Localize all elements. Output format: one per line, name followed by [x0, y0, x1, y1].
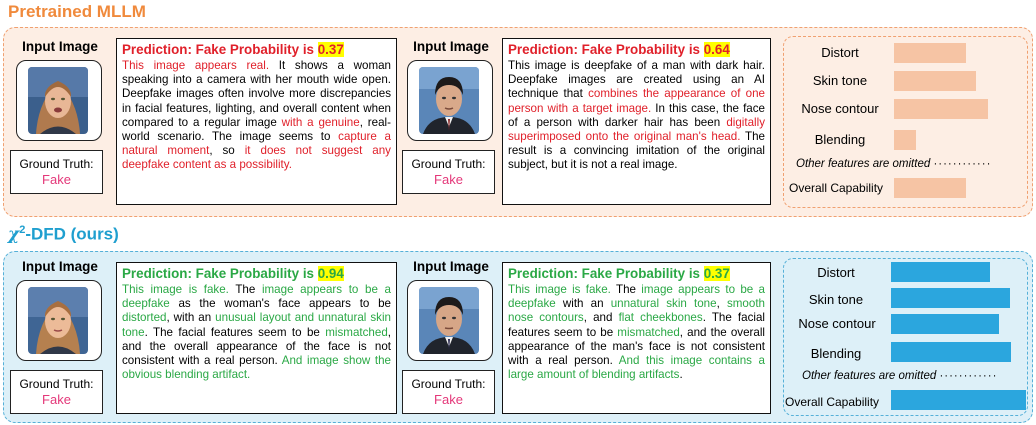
probability-value: 0.37	[317, 42, 344, 57]
feature-label: Distort	[821, 45, 859, 60]
explanation-segment: unusual layout and unnatural skin tone	[122, 311, 391, 339]
explanation-segment: , and	[583, 311, 619, 325]
ground-truth-value: Fake	[434, 172, 463, 187]
probability-value: 0.94	[317, 266, 344, 281]
explanation-segment: This image is fake.	[122, 283, 229, 296]
explanation-segment: And this image contains a large amount o…	[508, 354, 766, 382]
probability-value: 0.64	[703, 42, 730, 57]
prediction-textbox: Prediction: Fake Probability is 0.37 Thi…	[116, 38, 397, 205]
input-image-label: Input Image	[22, 39, 98, 54]
explanation-segment: , and the overall appearance of the face…	[122, 325, 391, 368]
input-image-frame	[407, 280, 493, 361]
feature-bar	[894, 71, 976, 91]
capability-box	[783, 258, 1028, 416]
feature-label: Skin tone	[812, 73, 868, 88]
overall-capability-label: Overall Capability	[785, 395, 880, 409]
input-image-frame	[16, 280, 102, 361]
feature-bar	[891, 288, 1010, 308]
input-image-frame	[16, 60, 102, 141]
explanation-segment: mismatched	[325, 325, 388, 339]
omitted-features-note: Other features are omitted ············	[796, 158, 992, 170]
feature-bar	[891, 342, 1012, 362]
explanation-segment: It shows a woman speaking into a camera …	[122, 59, 391, 129]
ground-truth-label: Ground Truth:	[19, 157, 94, 171]
ground-truth-label: Ground Truth:	[411, 157, 486, 171]
feature-label: Blending	[810, 346, 862, 361]
prediction-header: Prediction: Fake Probability is 0.64	[508, 42, 730, 57]
ground-truth-value: Fake	[42, 172, 71, 187]
explanation-segment: In this case, the face of a person with …	[508, 101, 765, 129]
explanation-segment: . The facial features seem to be	[508, 311, 765, 339]
feature-label: Skin tone	[808, 292, 864, 307]
explanation-segment: This image is deepfake of a man with dar…	[508, 59, 765, 101]
prediction-textbox: Prediction: Fake Probability is 0.64 Thi…	[502, 38, 771, 205]
input-image-label: Input Image	[413, 259, 489, 274]
overall-capability-bar	[894, 178, 966, 198]
ground-truth-box: Ground Truth: Fake	[10, 370, 103, 414]
explanation-segment: unnatural skin tone	[610, 297, 717, 311]
man-face-photo	[419, 67, 479, 134]
feature-bar	[891, 314, 999, 334]
explanation-segment: . The facial features seem to be	[144, 325, 326, 339]
prediction-textbox: Prediction: Fake Probability is 0.94 Thi…	[116, 262, 397, 414]
feature-bar	[894, 99, 988, 119]
prediction-header: Prediction: Fake Probability is 0.94	[122, 266, 344, 281]
omitted-features-note: Other features are omitted ············	[802, 370, 998, 382]
explanation-segment: The	[228, 283, 262, 296]
explanation-segment: capture a natural moment	[122, 130, 391, 158]
explanation-segment: digitally superimposed onto the original…	[508, 115, 765, 144]
feature-label: Nose contour	[798, 316, 876, 331]
feature-bar	[894, 43, 966, 63]
feature-bar	[891, 262, 990, 282]
explanation-segment: ,	[716, 297, 727, 311]
explanation-segment: combines the appearance of one person wi…	[508, 87, 766, 115]
feature-label: Blending	[814, 132, 866, 147]
explanation-segment: it does not suggest any deepfake content…	[122, 144, 391, 172]
ground-truth-box: Ground Truth: Fake	[10, 150, 103, 194]
overall-capability-label: Overall Capability	[789, 181, 884, 195]
pretrained-section-title: Pretrained MLLM	[8, 2, 146, 21]
explanation-segment: image appears to be a deepfake	[508, 283, 766, 311]
explanation-segment: , so	[209, 144, 245, 158]
capability-box	[783, 36, 1028, 208]
input-image-label: Input Image	[413, 39, 489, 54]
explanation-segment: with a genuine	[281, 115, 360, 129]
ground-truth-box: Ground Truth: Fake	[402, 150, 495, 194]
ours-section-title: χ2-DFD (ours)	[8, 224, 119, 245]
input-image-label: Input Image	[22, 259, 98, 274]
explanation-segment: , with an	[166, 311, 216, 325]
woman-face-photo	[28, 287, 88, 354]
ground-truth-value: Fake	[42, 392, 71, 407]
probability-value: 0.37	[703, 266, 730, 281]
prediction-textbox: Prediction: Fake Probability is 0.37 Thi…	[502, 262, 771, 414]
overall-capability-bar	[891, 390, 1026, 410]
feature-label: Distort	[817, 265, 855, 280]
man-face-photo	[419, 287, 479, 354]
ground-truth-label: Ground Truth:	[411, 377, 486, 391]
explanation-segment: distorted	[122, 311, 167, 325]
explanation-segment: image appears to be a deepfake	[122, 283, 391, 311]
input-image-frame	[407, 60, 493, 141]
explanation-segment: flat cheekbones	[618, 311, 703, 325]
prediction-header: Prediction: Fake Probability is 0.37	[122, 42, 344, 57]
explanation-segment: with an	[555, 297, 611, 311]
explanation-segment: .	[679, 368, 683, 382]
explanation-segment: smooth nose contours	[508, 297, 765, 325]
woman-face-photo	[28, 67, 88, 134]
prediction-header: Prediction: Fake Probability is 0.37	[508, 266, 730, 281]
explanation-segment: as the woman's face appears to be	[169, 297, 391, 311]
explanation-segment: , real-world scenario. The image seems t…	[122, 115, 391, 144]
explanation-segment: mismatched	[617, 325, 680, 339]
explanation-segment: , and the overall appearance of the man'…	[508, 325, 765, 368]
explanation-segment: The	[610, 283, 642, 296]
explanation-segment: The result is a convincing imitation of …	[508, 130, 765, 172]
explanation-segment: And image show the obvious blending arti…	[122, 354, 392, 382]
ground-truth-value: Fake	[434, 392, 463, 407]
ground-truth-label: Ground Truth:	[19, 377, 94, 391]
explanation-segment: This image appears real.	[122, 59, 270, 72]
feature-label: Nose contour	[801, 101, 879, 116]
feature-bar	[894, 130, 917, 150]
explanation-segment: This image is fake.	[508, 283, 611, 296]
ground-truth-box: Ground Truth: Fake	[402, 370, 495, 414]
